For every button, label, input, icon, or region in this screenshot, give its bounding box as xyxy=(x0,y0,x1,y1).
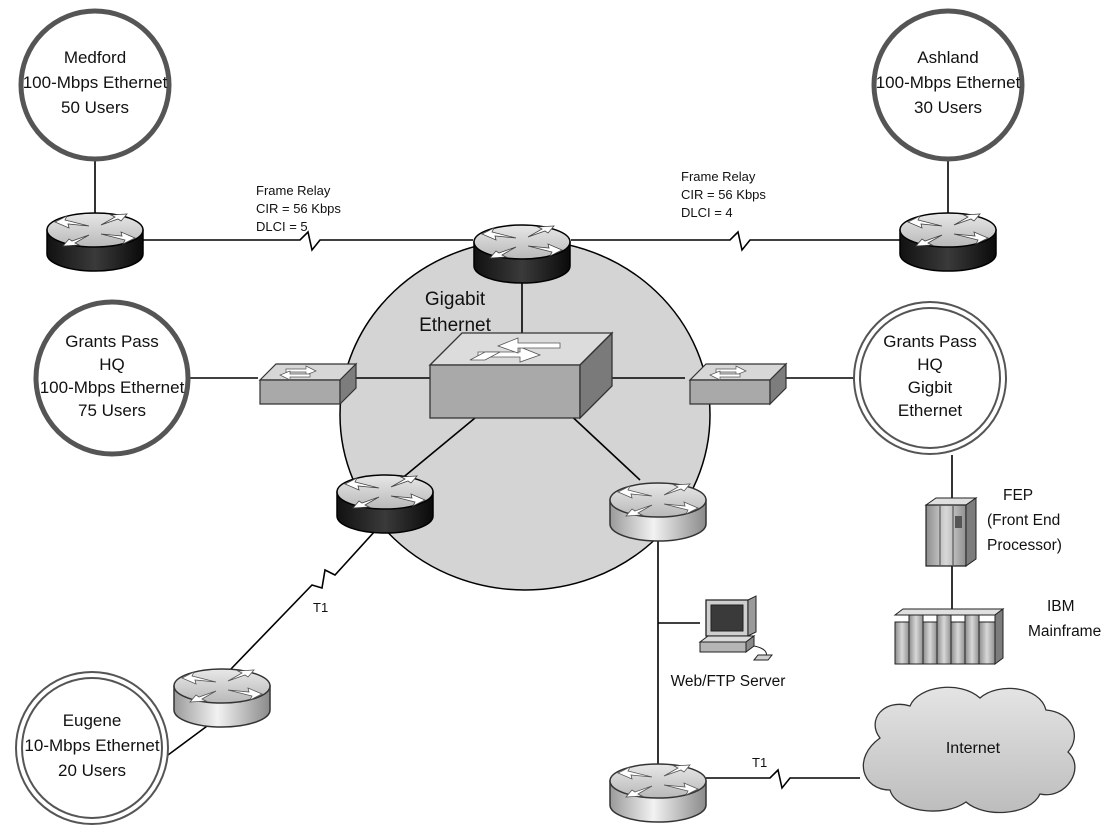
site-grants-pass-hq-right: Grants Pass HQ Gigbit Ethernet xyxy=(853,301,1007,455)
eugene-router-icon xyxy=(173,668,271,728)
site-medford-line3: 50 Users xyxy=(61,98,129,117)
mainframe-label-line2: Mainframe xyxy=(1028,623,1101,640)
site-eugene: Eugene 10-Mbps Ethernet 20 Users xyxy=(15,671,169,825)
site-gp-right-line2: HQ xyxy=(917,355,943,374)
fep-label-line1: FEP xyxy=(1003,487,1033,504)
site-medford-line1: Medford xyxy=(64,48,126,67)
site-ashland-line3: 30 Users xyxy=(914,98,982,117)
site-grants-pass-hq-left: Grants Pass HQ 100-Mbps Ethernet 75 User… xyxy=(33,299,191,457)
core-label-line2: Ethernet xyxy=(419,315,492,336)
site-ashland-line1: Ashland xyxy=(917,48,978,67)
server-router-icon xyxy=(609,482,707,542)
site-gp-left-line4: 75 Users xyxy=(78,401,146,420)
eugene-t1-label: T1 xyxy=(313,600,328,615)
fep-label-line2: (Front End xyxy=(987,512,1060,529)
site-gp-right-line4: Ethernet xyxy=(898,401,963,420)
core-switch-icon xyxy=(428,331,614,420)
internet-router-icon xyxy=(609,763,707,823)
ashland-link-label-3: DLCI = 4 xyxy=(681,205,733,220)
site-gp-right-line3: Gigbit xyxy=(908,378,953,397)
site-eugene-line2: 10-Mbps Ethernet xyxy=(24,736,159,755)
right-switch-icon xyxy=(689,363,787,405)
site-gp-left-line1: Grants Pass xyxy=(65,332,159,351)
medford-router-icon xyxy=(46,212,144,272)
medford-link-label-2: CIR = 56 Kbps xyxy=(256,201,341,216)
connection-lines xyxy=(94,150,953,790)
site-gp-right-line1: Grants Pass xyxy=(883,332,977,351)
medford-link-label-1: Frame Relay xyxy=(256,183,331,198)
ashland-link-label-2: CIR = 56 Kbps xyxy=(681,187,766,202)
site-gp-left-line2: HQ xyxy=(99,355,125,374)
internet-t1-label: T1 xyxy=(752,755,767,770)
web-ftp-server-icon xyxy=(698,595,774,661)
ashland-link-label-1: Frame Relay xyxy=(681,169,756,184)
internet-label: Internet xyxy=(946,740,1001,757)
core-label-line1: Gigabit xyxy=(425,289,486,310)
site-ashland: Ashland 100-Mbps Ethernet 30 Users xyxy=(871,8,1025,162)
web-ftp-server-label: Web/FTP Server xyxy=(671,673,786,690)
left-switch-icon xyxy=(259,363,357,405)
fep-icon xyxy=(924,497,978,567)
site-eugene-line1: Eugene xyxy=(63,711,122,730)
eugene-hq-router-icon xyxy=(336,474,434,534)
medford-link-label-3: DLCI = 5 xyxy=(256,219,308,234)
site-ashland-line2: 100-Mbps Ethernet xyxy=(876,73,1021,92)
hq-wan-router-icon xyxy=(473,224,571,284)
ashland-router-icon xyxy=(899,212,997,272)
site-medford-line2: 100-Mbps Ethernet xyxy=(23,73,168,92)
site-medford: Medford 100-Mbps Ethernet 50 Users xyxy=(18,8,172,162)
ibm-mainframe-icon xyxy=(893,608,1005,665)
internet-cloud-icon xyxy=(862,686,1076,814)
site-eugene-line3: 20 Users xyxy=(58,761,126,780)
site-gp-left-line3: 100-Mbps Ethernet xyxy=(40,378,185,397)
fep-label-line3: Processor) xyxy=(987,537,1062,554)
mainframe-label-line1: IBM xyxy=(1047,598,1075,615)
